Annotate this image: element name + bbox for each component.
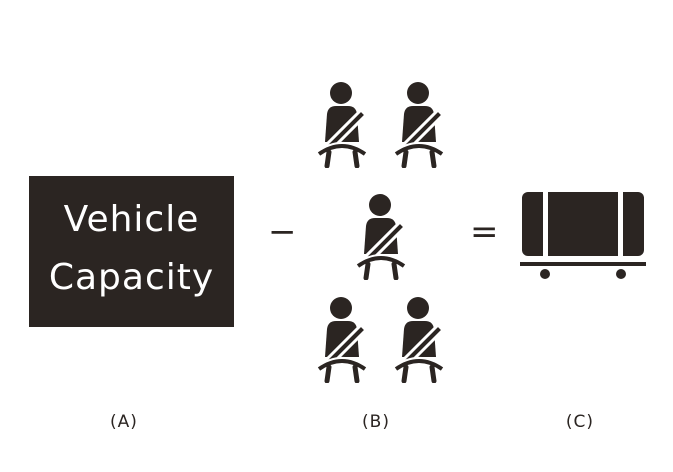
capacity-label: Capacity (48, 257, 215, 298)
seatbelt-passenger-icon (350, 192, 412, 280)
seatbelt-passenger-icon (311, 295, 373, 383)
seatbelt-passenger-icon (388, 295, 450, 383)
panel-label-c: (C) (565, 412, 595, 432)
minus-operator: − (268, 212, 297, 252)
vehicle-label: Vehicle (63, 199, 200, 240)
vehicle-capacity-box: Vehicle Capacity (29, 176, 234, 327)
panel-label-b: (B) (362, 412, 390, 432)
panel-label-a: (A) (110, 412, 138, 432)
cargo-container-icon (520, 192, 646, 279)
seatbelt-passenger-icon (311, 80, 373, 168)
equals-operator: = (470, 212, 499, 252)
seatbelt-passenger-icon (388, 80, 450, 168)
